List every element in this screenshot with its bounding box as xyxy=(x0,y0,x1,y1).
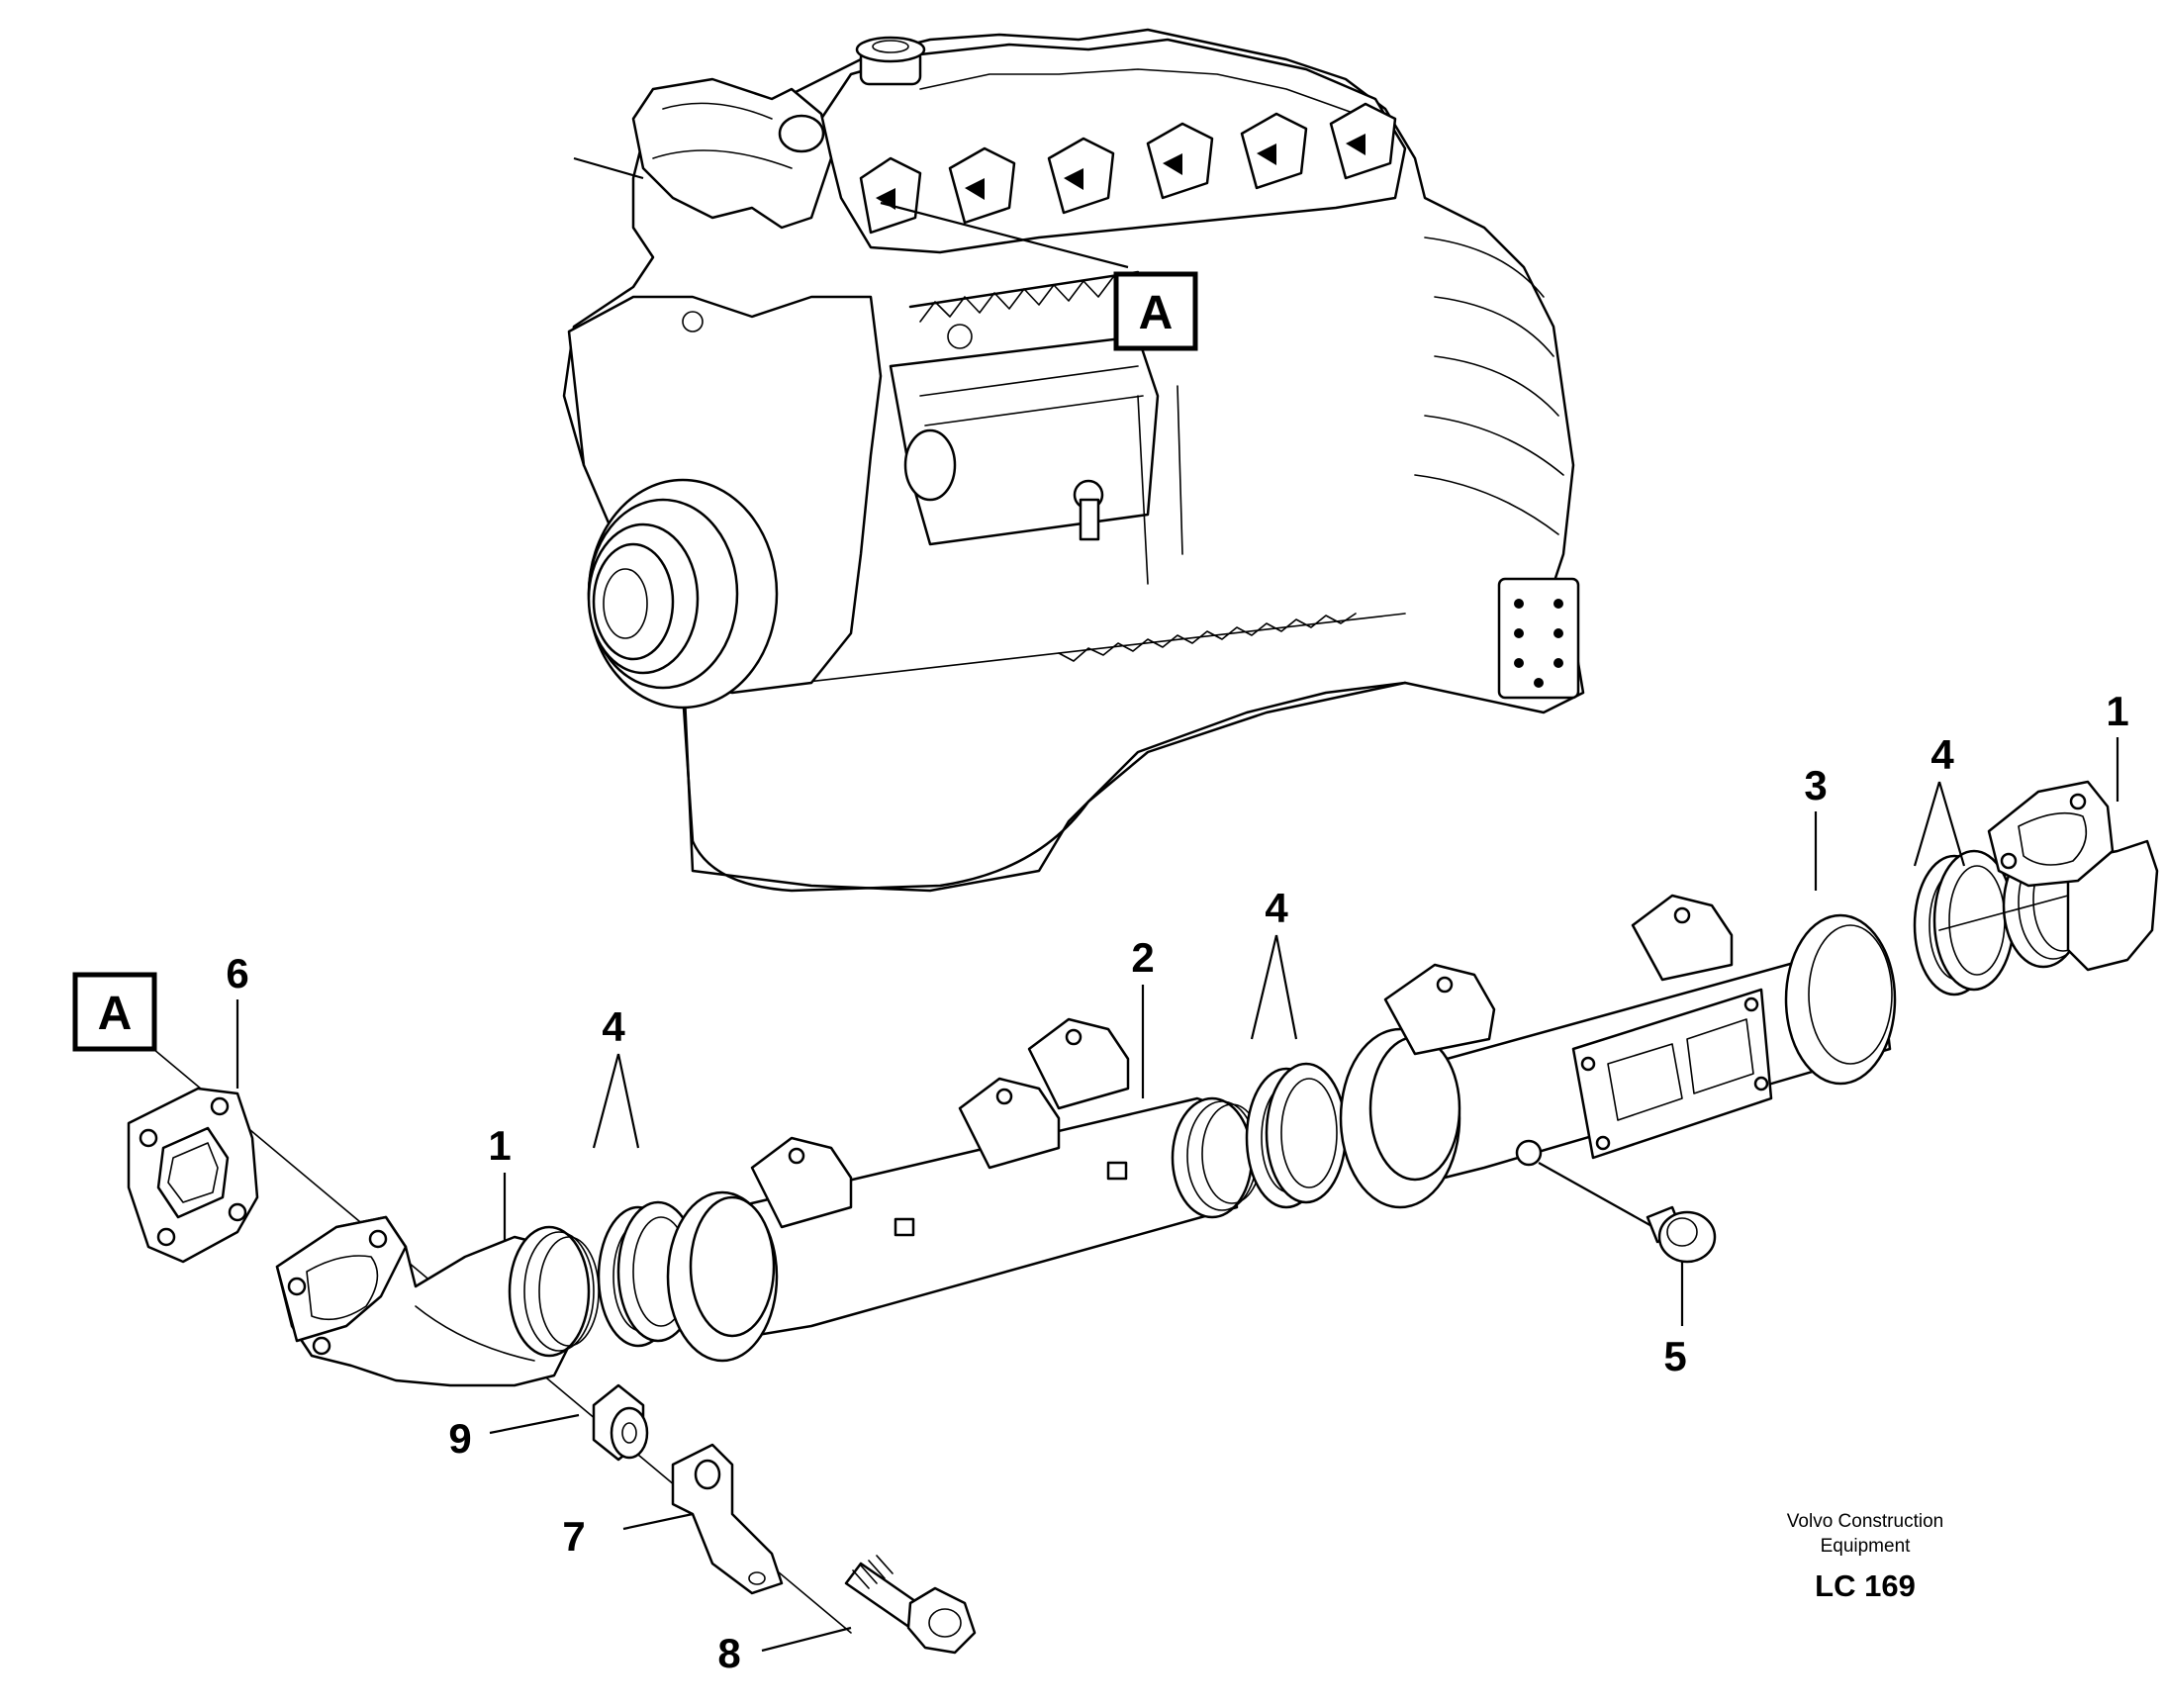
part-bolt xyxy=(844,1555,977,1655)
part-elbow-rear xyxy=(1987,780,2159,972)
ref-box-engine-label: A xyxy=(1139,287,1174,339)
callout-manifold-middle: 2 xyxy=(1131,934,1154,981)
engine-illustration xyxy=(562,28,1585,893)
callout-ring-left: 4 xyxy=(602,1003,625,1050)
part-manifold-middle xyxy=(666,1017,1239,1363)
drawing-code: LC 169 xyxy=(1815,1568,1916,1603)
callout-ring-right: 4 xyxy=(1930,731,1954,778)
ref-box-engine: A xyxy=(1113,271,1198,351)
callout-ring-middle: 4 xyxy=(1265,885,1288,931)
callout-bolt: 8 xyxy=(717,1630,740,1676)
part-bracket xyxy=(671,1443,784,1595)
part-ring-middle xyxy=(1245,1062,1348,1209)
callout-elbow-front: 1 xyxy=(488,1122,511,1169)
part-plug xyxy=(1538,1162,1717,1264)
part-gasket xyxy=(127,1087,259,1264)
part-spacer xyxy=(592,1383,649,1462)
credit-line-2: Equipment xyxy=(1821,1536,1912,1557)
callout-manifold-rear: 3 xyxy=(1804,762,1827,808)
ref-box-gasket: A xyxy=(72,972,157,1052)
callout-spacer: 9 xyxy=(448,1415,471,1462)
part-elbow-front xyxy=(275,1215,571,1387)
callout-bracket: 7 xyxy=(562,1513,585,1560)
callout-gasket: 6 xyxy=(226,950,248,996)
credit-block: Volvo Construction Equipment LC 169 xyxy=(1787,1511,1943,1603)
credit-line-1: Volvo Construction xyxy=(1787,1511,1943,1532)
oil-filler-cap xyxy=(855,36,926,86)
callout-elbow-rear: 1 xyxy=(2106,688,2128,734)
ref-box-gasket-label: A xyxy=(98,988,133,1040)
callout-plug: 5 xyxy=(1663,1333,1686,1379)
part-elbow-sleeve xyxy=(508,1225,600,1358)
part-manifold-rear xyxy=(1339,894,1897,1209)
pulley xyxy=(587,478,779,710)
